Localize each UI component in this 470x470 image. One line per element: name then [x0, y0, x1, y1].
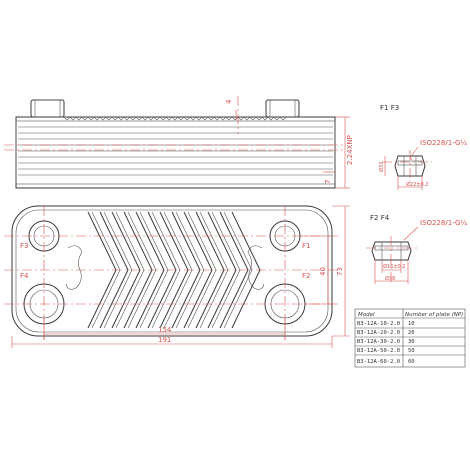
table-header-plates: Number of plate (NP): [405, 312, 463, 318]
label-f3: F3: [20, 242, 28, 250]
table-cell-model: B3-12A-10-2.0: [357, 321, 400, 327]
table-row: B3-12A-50-2.0 50: [357, 348, 415, 354]
side-dim-top: 4: [225, 99, 233, 104]
detail-f2-f4-thread: ISO228/1-G¼: [420, 219, 467, 227]
table-cell-model: B3-12A-20-2.0: [357, 330, 400, 336]
detail-f2-f4-dim-inner: Ø16±0.2: [383, 263, 405, 270]
side-port-left: [30, 99, 65, 118]
detail-f1-f3-title: F1 F3: [380, 104, 399, 112]
label-f2: F2: [302, 272, 310, 280]
side-view: 4 2.24XNP 7: [4, 96, 354, 189]
detail-f1-f3-thread: ISO228/1-G½: [420, 139, 467, 147]
table-cell-plates: 20: [408, 330, 415, 336]
table-cell-model: B3-12A-50-2.0: [357, 348, 400, 354]
table-row: B3-12A-20-2.0 20: [357, 330, 415, 336]
table-cell-plates: 50: [408, 348, 415, 354]
table-header-model: Model: [358, 312, 375, 318]
side-body: [15, 116, 336, 189]
table-row: B3-12A-30-2.0 30: [357, 339, 415, 345]
dim-outer-height: 73: [336, 267, 344, 276]
table-cell-model: B3-12A-60-2.0: [357, 359, 400, 365]
table-cell-model: B3-12A-30-2.0: [357, 339, 400, 345]
detail-f2-f4-dim-outer: Ø38: [385, 275, 395, 282]
table-cell-plates: 30: [408, 339, 415, 345]
detail-f1-f3-dim-outer: Ø33: [378, 162, 385, 172]
table-cell-plates: 10: [408, 321, 415, 327]
side-dim-small: 7: [324, 180, 332, 184]
table-row: B3-12A-10-2.0 10: [357, 321, 415, 327]
table-row: B3-12A-60-2.0 60: [357, 359, 415, 365]
label-f4: F4: [20, 272, 29, 280]
table-cell-plates: 60: [408, 359, 415, 365]
side-port-right: [265, 99, 300, 118]
dim-outer-width: 191: [158, 336, 171, 344]
plate-outline: [11, 205, 333, 337]
detail-f2-f4-title: F2 F4: [370, 214, 390, 222]
dim-inner-width: 154: [158, 326, 172, 334]
model-table: Model Number of plate (NP) B3-12A-10-2.0…: [354, 308, 466, 368]
fitting-g14: [371, 241, 412, 261]
side-dim-thickness: 2.24XNP: [346, 135, 354, 165]
front-view: F3 F4 F1 F2 154 191 40 73: [4, 205, 350, 348]
detail-f1-f3: F1 F3 ISO228/1-G½ Ø22±0.2 Ø33: [378, 104, 467, 190]
dim-inner-height: 40: [319, 267, 327, 276]
label-f1: F1: [302, 242, 310, 250]
detail-f2-f4: F2 F4 ISO228/1-G¼ Ø16±0.2 Ø38: [366, 214, 467, 284]
detail-f1-f3-dim-inner: Ø22±0.2: [406, 181, 428, 188]
